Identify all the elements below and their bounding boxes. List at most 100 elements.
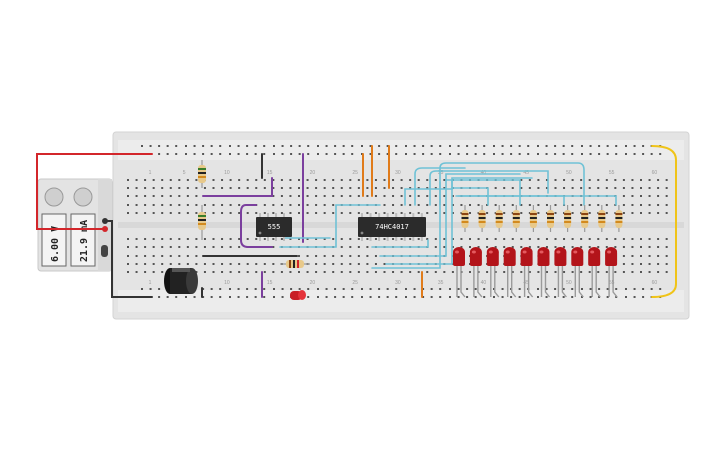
breadboard-hole[interactable] [221,263,224,265]
breadboard-hole[interactable] [144,204,147,206]
breadboard-hole[interactable] [588,271,591,273]
breadboard-hole[interactable] [426,195,429,197]
rail-hole[interactable] [149,288,152,290]
rail-hole[interactable] [369,288,372,290]
breadboard-hole[interactable] [161,238,164,240]
rail-hole[interactable] [325,153,328,155]
rail-hole[interactable] [457,153,460,155]
breadboard-hole[interactable] [511,238,514,240]
breadboard-hole[interactable] [280,179,283,181]
breadboard-hole[interactable] [161,195,164,197]
breadboard-hole[interactable] [349,246,352,248]
breadboard-hole[interactable] [280,195,283,197]
rail-hole[interactable] [202,145,205,147]
rail-hole[interactable] [430,288,433,290]
rail-hole[interactable] [307,145,310,147]
breadboard-hole[interactable] [161,212,164,214]
breadboard-hole[interactable] [178,179,181,181]
rail-hole[interactable] [361,296,363,298]
rail-hole[interactable] [405,296,407,298]
rail-hole[interactable] [237,145,240,147]
rail-hole[interactable] [493,288,495,290]
breadboard-hole[interactable] [443,212,446,214]
rail-hole[interactable] [185,145,187,147]
breadboard-hole[interactable] [169,246,172,248]
rail-hole[interactable] [589,296,592,298]
breadboard-hole[interactable] [520,212,523,214]
breadboard-hole[interactable] [186,212,189,214]
cyan-wire[interactable] [429,170,549,206]
rail-hole[interactable] [307,288,310,290]
rail-hole[interactable] [537,288,539,290]
breadboard-hole[interactable] [469,238,471,240]
breadboard-hole[interactable] [357,212,360,214]
breadboard-hole[interactable] [511,246,514,248]
rail-hole[interactable] [386,296,389,298]
breadboard-hole[interactable] [494,204,497,206]
breadboard-hole[interactable] [426,204,429,206]
rail-hole[interactable] [273,145,275,147]
breadboard-hole[interactable] [289,204,292,206]
breadboard-hole[interactable] [400,187,403,189]
rail-hole[interactable] [439,153,442,155]
rail-hole[interactable] [493,296,495,298]
breadboard-hole[interactable] [152,263,155,265]
breadboard-hole[interactable] [135,238,138,240]
rail-hole[interactable] [430,296,433,298]
rail-hole[interactable] [449,145,451,147]
breadboard-hole[interactable] [554,187,557,189]
breadboard-hole[interactable] [571,212,574,214]
breadboard-hole[interactable] [554,238,557,240]
breadboard-hole[interactable] [665,204,668,206]
rail-hole[interactable] [606,288,609,290]
rail-hole[interactable] [219,288,222,290]
breadboard-hole[interactable] [161,263,164,265]
breadboard-hole[interactable] [366,195,369,197]
rail-hole[interactable] [501,288,504,290]
breadboard-hole[interactable] [366,255,369,257]
breadboard-hole[interactable] [255,212,258,214]
breadboard-hole[interactable] [622,179,625,181]
rail-hole[interactable] [606,153,609,155]
rail-hole[interactable] [545,153,548,155]
led[interactable] [453,247,466,298]
breadboard-hole[interactable] [349,195,352,197]
breadboard-hole[interactable] [323,263,326,265]
breadboard-hole[interactable] [238,271,241,273]
rail-hole[interactable] [281,145,284,147]
breadboard-hole[interactable] [289,195,292,197]
breadboard-hole[interactable] [409,238,412,240]
rail-hole[interactable] [246,153,249,155]
breadboard-hole[interactable] [622,246,625,248]
breadboard-hole[interactable] [263,238,266,240]
breadboard-hole[interactable] [580,212,583,214]
rail-hole[interactable] [642,288,645,290]
rail-hole[interactable] [615,288,618,290]
breadboard-hole[interactable] [374,238,377,240]
rail-hole[interactable] [334,296,337,298]
rail-hole[interactable] [290,145,293,147]
breadboard-hole[interactable] [520,238,523,240]
breadboard-hole[interactable] [298,204,300,206]
breadboard-hole[interactable] [127,204,129,206]
breadboard-hole[interactable] [357,179,360,181]
breadboard-hole[interactable] [434,187,437,189]
breadboard-hole[interactable] [503,271,506,273]
rail-hole[interactable] [386,153,389,155]
rail-hole[interactable] [589,288,592,290]
breadboard-hole[interactable] [426,187,429,189]
breadboard-hole[interactable] [246,238,249,240]
rail-hole[interactable] [395,145,398,147]
breadboard-hole[interactable] [144,255,147,257]
breadboard-hole[interactable] [597,187,600,189]
breadboard-hole[interactable] [494,187,497,189]
breadboard-hole[interactable] [434,212,437,214]
rail-hole[interactable] [246,296,249,298]
breadboard-hole[interactable] [298,195,300,197]
rail-hole[interactable] [606,145,609,147]
breadboard-hole[interactable] [306,179,309,181]
breadboard-hole[interactable] [443,195,446,197]
breadboard-hole[interactable] [374,212,377,214]
breadboard-hole[interactable] [246,179,249,181]
breadboard-hole[interactable] [152,246,155,248]
